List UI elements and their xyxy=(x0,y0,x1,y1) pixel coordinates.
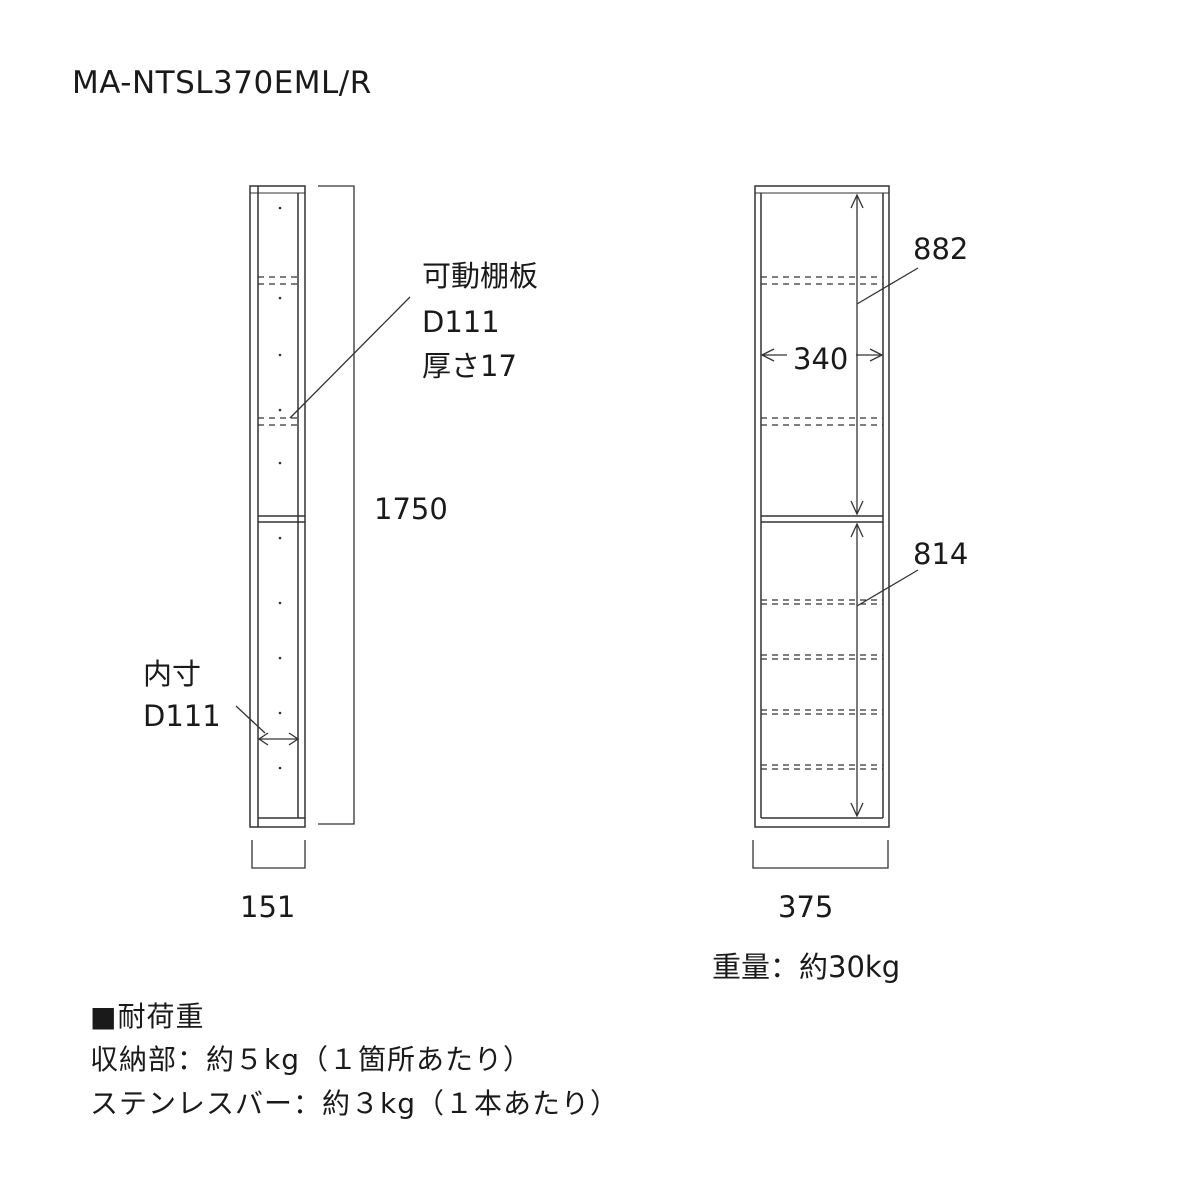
inner-label-depth: D111 xyxy=(143,699,221,733)
inner-width-arrow xyxy=(760,348,884,362)
side-view-cabinet xyxy=(249,185,306,828)
shelf-label-thickness: 厚さ17 xyxy=(422,349,517,383)
inner-depth-arrow xyxy=(257,732,300,746)
side-movable-shelf xyxy=(258,276,298,426)
shelf-leader-line xyxy=(289,296,411,419)
front-view-cabinet xyxy=(754,185,890,828)
shelf-label-depth: D111 xyxy=(422,305,500,339)
shelf-label-title: 可動棚板 xyxy=(422,259,539,293)
stainless-bars xyxy=(761,599,883,770)
side-width-dimension-line xyxy=(251,840,306,869)
front-width-dimension-line xyxy=(752,840,889,869)
lower-height-leader xyxy=(856,569,919,607)
side-shelf-pin-holes xyxy=(278,206,282,770)
lower-height-arrow xyxy=(850,522,864,818)
front-movable-shelves xyxy=(761,276,883,426)
load-bar: ステンレスバー：約３kg（１本あたり） xyxy=(90,1087,619,1120)
load-storage: 収納部：約５kg（１箇所あたり） xyxy=(90,1043,532,1076)
inner-width-value: 340 xyxy=(793,342,849,376)
inner-label-title: 内寸 xyxy=(143,657,202,691)
lower-height-value: 814 xyxy=(913,537,969,571)
height-dimension-line xyxy=(318,185,355,825)
side-width-value: 151 xyxy=(240,890,296,924)
height-value: 1750 xyxy=(374,492,448,526)
model-number: MA-NTSL370EML/R xyxy=(72,65,372,101)
weight-text: 重量：約30kg xyxy=(712,950,901,984)
upper-height-leader xyxy=(856,267,919,305)
front-width-value: 375 xyxy=(778,890,834,924)
upper-height-value: 882 xyxy=(913,232,969,266)
load-title: ■耐荷重 xyxy=(90,1000,205,1033)
inner-leader-line xyxy=(235,705,266,734)
